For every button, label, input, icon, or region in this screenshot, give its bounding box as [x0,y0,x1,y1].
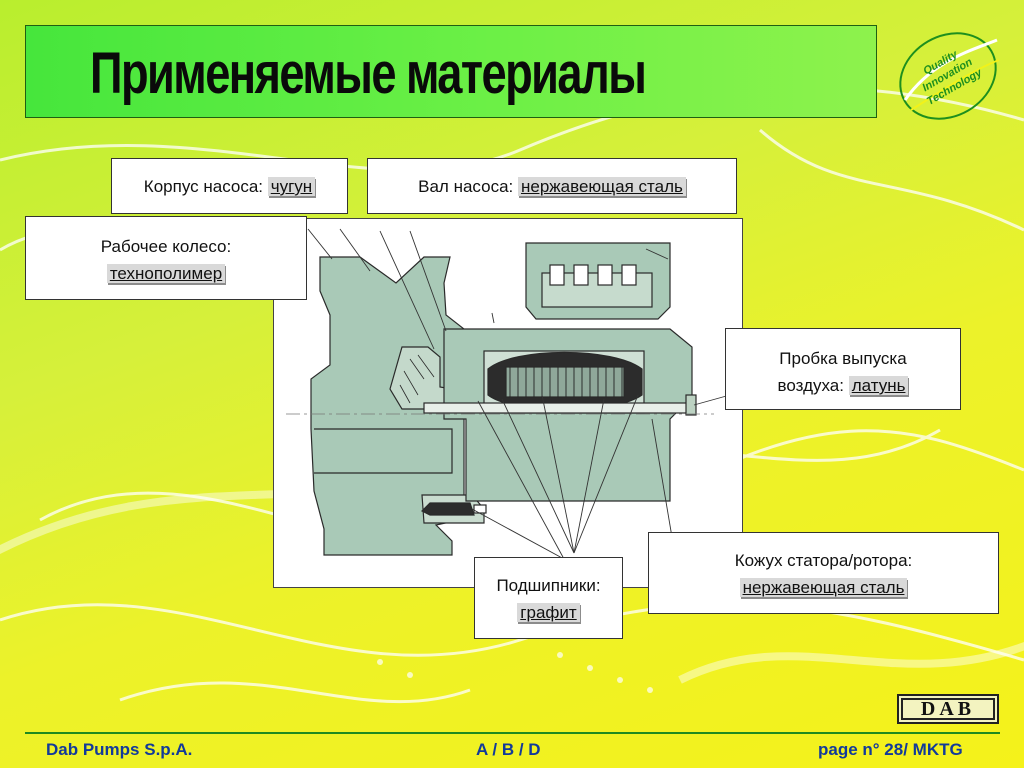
label-bearings: Подшипники: графит [474,557,623,639]
label-impeller: Рабочее колесо: технополимер [25,216,307,300]
shaft-shape [423,402,693,414]
dab-logo-text: DAB [901,698,995,720]
footer-section: A / B / D [476,740,541,759]
material-air-release-plug: латунь [848,376,909,395]
material-pump-shaft: нержавеющая сталь [517,177,686,196]
title-bar: Применяемые материалы [25,25,877,118]
pump-cross-section-drawing [286,228,731,560]
label-pump-shaft: Вал насоса: нержавеющая сталь [367,158,737,214]
label-pump-shaft-text: Вал насоса: [418,177,514,196]
air-plug-shape [685,394,697,416]
label-air-release-plug: Пробка выпуска воздуха: латунь [725,328,961,410]
label-impeller-text: Рабочее колесо: [100,237,232,256]
label-stator-rotor-can-text: Кожух статора/ротора: [734,551,913,570]
footer-page-number: page n° 28/ MKTG [818,740,963,759]
page-title: Применяемые материалы [90,41,647,106]
label-pump-housing: Корпус насоса: чугун [111,158,348,214]
footer-company: Dab Pumps S.p.A. [46,740,193,759]
bearing-shape [420,502,475,516]
footer-divider [25,732,1000,734]
quality-innovation-technology-logo: Quality Innovation Technology [899,32,1000,120]
pump-drawing-frame [273,218,743,588]
material-bearings: графит [517,603,580,622]
label-bearings-text: Подшипники: [496,576,601,595]
label-air-release-plug-text2: воздуха: [777,376,844,395]
dab-logo: DAB [897,694,999,724]
label-pump-housing-text: Корпус насоса: [143,177,264,196]
material-pump-housing: чугун [267,177,316,196]
label-air-release-plug-text: Пробка выпуска [779,349,907,368]
material-impeller: технополимер [106,264,226,283]
material-stator-rotor-can: нержавеющая сталь [739,578,908,597]
label-stator-rotor-can: Кожух статора/ротора: нержавеющая сталь [648,532,999,614]
leader-lines [307,228,731,560]
